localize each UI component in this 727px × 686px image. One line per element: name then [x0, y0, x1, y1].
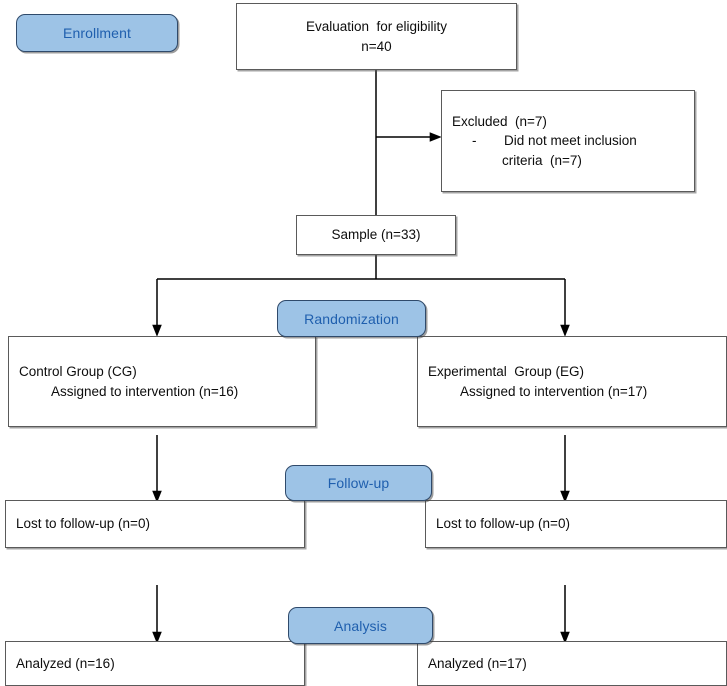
- bullet-dash-icon: -: [472, 133, 477, 149]
- stage-badge-followup-label: Follow-up: [327, 475, 390, 491]
- node-excluded: Excluded (n=7) - Did not meet inclusion …: [441, 90, 695, 192]
- node-lost-to-followup-control: Lost to follow-up (n=0): [5, 500, 305, 548]
- stage-badge-enrollment-label: Enrollment: [63, 25, 131, 41]
- node-control-group-title: Control Group (CG): [19, 363, 137, 379]
- node-evaluation-for-eligibility: Evaluation for eligibility n=40: [236, 3, 517, 70]
- node-control-group-assigned: Assigned to intervention (n=16): [51, 383, 239, 399]
- node-lost-to-followup-experimental: Lost to follow-up (n=0): [425, 500, 727, 548]
- node-excluded-reason-line1: Did not meet inclusion: [504, 133, 637, 149]
- node-experimental-group-title: Experimental Group (EG): [428, 363, 585, 379]
- node-control-group: Control Group (CG) Assigned to intervent…: [8, 336, 316, 427]
- stage-badge-followup[interactable]: Follow-up: [285, 465, 432, 501]
- stage-badge-randomization-label: Randomization: [304, 310, 399, 327]
- node-sample-label: Sample (n=33): [331, 227, 421, 243]
- node-experimental-group-assigned: Assigned to intervention (n=17): [460, 383, 648, 399]
- node-excluded-reason-row: - Did not meet inclusion: [442, 131, 694, 151]
- node-analyzed-experimental: Analyzed (n=17): [417, 641, 727, 686]
- node-analyzed-control: Analyzed (n=16): [5, 641, 305, 686]
- node-evaluation-line1: Evaluation for eligibility: [305, 18, 448, 34]
- node-analyzed-experimental-label: Analyzed (n=17): [428, 655, 527, 671]
- node-analyzed-control-label: Analyzed (n=16): [16, 655, 115, 671]
- node-excluded-reason-line2: criteria (n=7): [502, 152, 582, 168]
- node-sample: Sample (n=33): [296, 215, 456, 255]
- node-evaluation-count: n=40: [361, 38, 392, 54]
- stage-badge-analysis-label: Analysis: [334, 617, 387, 634]
- stage-badge-analysis[interactable]: Analysis: [288, 607, 433, 644]
- node-lost-to-followup-experimental-label: Lost to follow-up (n=0): [436, 516, 570, 532]
- stage-badge-enrollment[interactable]: Enrollment: [16, 14, 178, 52]
- node-experimental-group: Experimental Group (EG) Assigned to inte…: [417, 336, 727, 427]
- stage-badge-randomization[interactable]: Randomization: [277, 300, 426, 337]
- node-lost-to-followup-control-label: Lost to follow-up (n=0): [16, 516, 150, 532]
- node-excluded-title: Excluded (n=7): [452, 113, 547, 129]
